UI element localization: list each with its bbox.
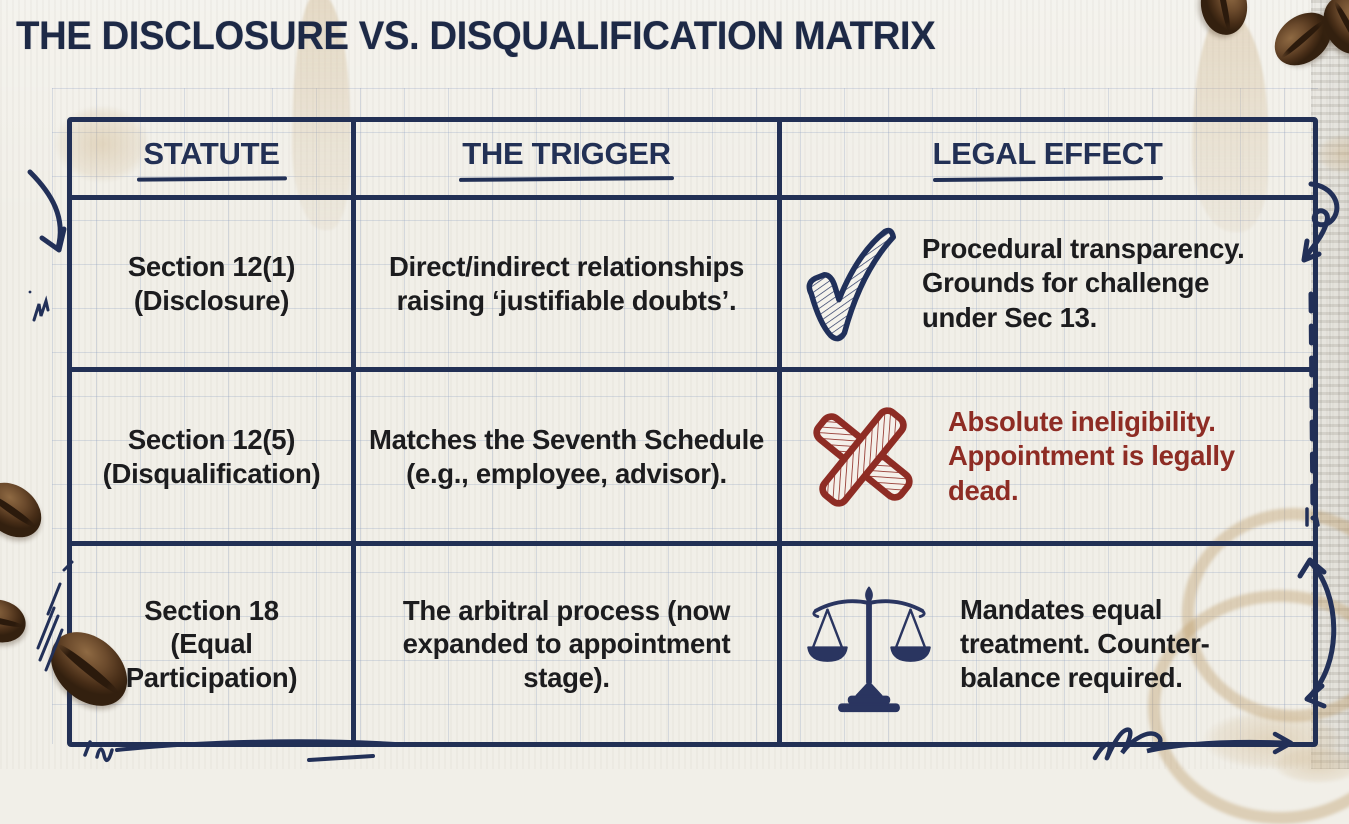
coffee-bean-icon xyxy=(1197,0,1251,38)
column-header-statute: STATUTE xyxy=(72,122,356,200)
header-label: STATUTE xyxy=(143,136,280,171)
effect-text: Absolute ineligibility. Appointment is l… xyxy=(948,406,1235,506)
effect-text: Mandates equal treatment. Counter-balanc… xyxy=(960,593,1210,694)
table-row-statute: Section 12(5) (Disqualification) xyxy=(72,372,356,546)
table-row-statute: Section 12(1) (Disclosure) xyxy=(72,200,356,372)
header-label: LEGAL EFFECT xyxy=(932,136,1163,171)
cross-icon xyxy=(804,395,922,519)
coffee-bean-icon xyxy=(0,471,52,549)
trigger-text: Matches the Seventh Schedule (e.g., empl… xyxy=(368,423,765,489)
table-row-trigger: The arbitral process (now expanded to ap… xyxy=(356,546,782,742)
hand-drawn-underline xyxy=(458,176,675,182)
header-label: THE TRIGGER xyxy=(462,136,671,171)
disclosure-disqualification-table: STATUTE THE TRIGGER LEGAL EFFECT Section… xyxy=(67,117,1318,747)
column-header-legal-effect: LEGAL EFFECT xyxy=(782,122,1313,200)
table-row-trigger: Direct/indirect relationships raising ‘j… xyxy=(356,200,782,372)
column-header-trigger: THE TRIGGER xyxy=(356,122,782,200)
effect-text: Procedural transparency. Grounds for cha… xyxy=(922,233,1245,333)
hand-drawn-underline xyxy=(932,175,1163,183)
table-row-statute: Section 18 (Equal Participation) xyxy=(72,546,356,742)
table-row-effect: Absolute ineligibility. Appointment is l… xyxy=(782,372,1313,546)
trigger-text: The arbitral process (now expanded to ap… xyxy=(402,594,731,693)
table-row-effect: Mandates equal treatment. Counter-balanc… xyxy=(782,546,1313,742)
statute-text: Section 18 (Equal Participation) xyxy=(125,594,298,693)
scales-icon xyxy=(804,574,934,714)
table-row-trigger: Matches the Seventh Schedule (e.g., empl… xyxy=(356,372,782,546)
hand-drawn-underline xyxy=(136,176,287,182)
coffee-bean-icon xyxy=(0,593,31,649)
page-title: THE DISCLOSURE VS. DISQUALIFICATION MATR… xyxy=(16,14,936,58)
trigger-text: Direct/indirect relationships raising ‘j… xyxy=(388,250,744,316)
statute-text: Section 12(1) (Disclosure) xyxy=(127,250,296,316)
table-row-effect: Procedural transparency. Grounds for cha… xyxy=(782,200,1313,372)
checkmark-icon xyxy=(804,223,896,345)
statute-text: Section 12(5) (Disqualification) xyxy=(102,423,321,489)
